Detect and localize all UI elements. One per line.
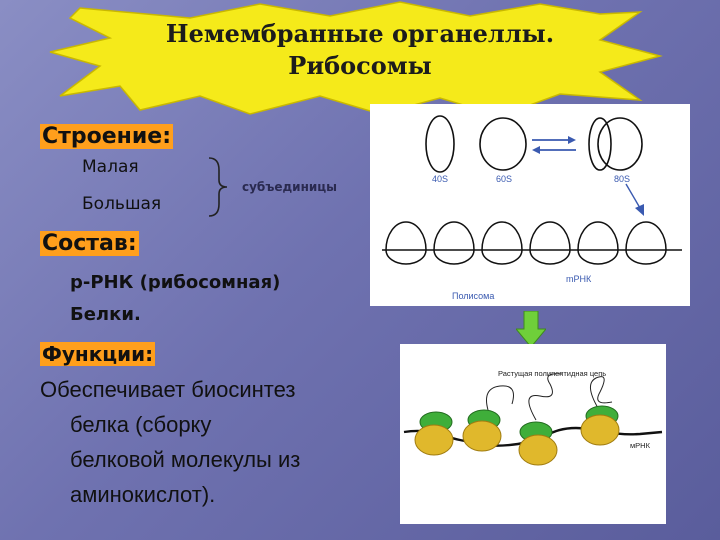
ribosome-4 (580, 405, 620, 446)
brace-icon (208, 157, 228, 217)
functions-heading: Функции: (40, 342, 156, 366)
peptide-chain-3 (590, 376, 613, 409)
peptide-chain-1 (486, 385, 514, 411)
label-polysome: Полисома (452, 291, 494, 301)
large-subunit-60s (479, 117, 527, 171)
translation-diagram: Растущая полипептидная цепь мРНК (400, 344, 666, 524)
ribosome-assembly-figure: 40S 60S 80S Полисома mРНК (382, 115, 682, 301)
subunits-label: субъединицы (242, 180, 338, 194)
small-subunit-label: Малая (82, 157, 139, 177)
functions-line-3: белковой молекулы из (70, 447, 301, 472)
pointer-arrow (625, 183, 641, 209)
small-subunit-40s (425, 115, 455, 173)
ribosome-80s-small (588, 117, 612, 171)
label-40s: 40S (432, 174, 448, 184)
label-mrna-top: mРНК (566, 274, 592, 284)
large-subunit-label: Большая (82, 194, 162, 214)
page-title: Немембранные органеллы. Рибосомы (110, 18, 610, 82)
translation-figure: Растущая полипептидная цепь мРНК (403, 369, 663, 466)
assembly-arrow-head (568, 136, 576, 144)
pointer-arrow-head (635, 204, 644, 216)
composition-heading: Состав: (40, 231, 139, 256)
ribosome-80s-large (597, 117, 643, 171)
title-line-2: Рибосомы (288, 51, 432, 80)
functions-line-4: аминокислот). (70, 482, 216, 507)
ribosome-1 (414, 411, 454, 456)
ribosome-2 (462, 409, 502, 452)
structure-heading: Строение: (40, 124, 174, 149)
ribosome-3 (518, 421, 558, 466)
dissociation-arrow-head (532, 146, 540, 154)
label-mrna-bottom: мРНК (630, 441, 651, 450)
label-80s: 80S (614, 174, 630, 184)
label-60s: 60S (496, 174, 512, 184)
ribosome-assembly-diagram: 40S 60S 80S Полисома mРНК (370, 104, 690, 306)
functions-line-2: белка (сборку (70, 412, 212, 437)
functions-line-1: Обеспечивает биосинтез (40, 377, 296, 402)
composition-item-proteins: Белки. (70, 304, 141, 325)
polysome-ribosomes (385, 221, 667, 265)
composition-item-rrna: р-РНК (рибосомная) (70, 272, 281, 293)
down-arrow-icon (516, 311, 546, 347)
label-growing-chain: Растущая полипептидная цепь (498, 369, 606, 378)
peptide-chain-2 (528, 373, 563, 421)
title-line-1: Немембранные органеллы. (165, 19, 555, 48)
